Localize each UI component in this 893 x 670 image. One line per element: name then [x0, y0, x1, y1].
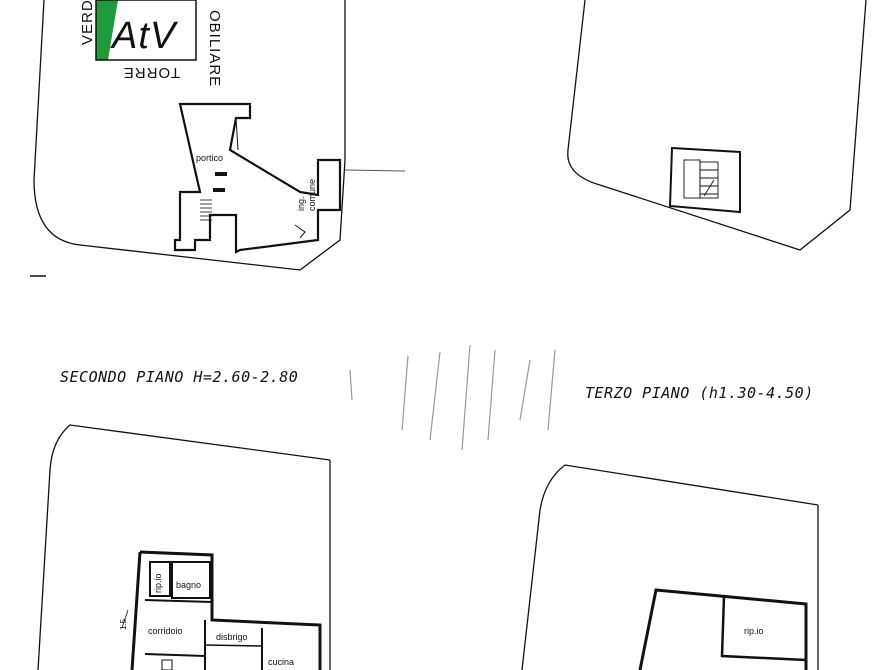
- ground-stair: [200, 199, 212, 221]
- room-disbrigo-label: disbrigo: [216, 632, 248, 642]
- second-floor-boundary: [37, 424, 331, 670]
- third-floor-plan: [521, 464, 819, 670]
- scan-marks: [349, 344, 556, 451]
- first-floor-stair: [683, 159, 719, 199]
- room-ripostiglio: [149, 561, 171, 597]
- entrance-label: ing. comune: [296, 179, 317, 211]
- third-floor-boundary: [521, 464, 819, 670]
- room-cucina-label: cucina: [268, 657, 294, 667]
- section-line: [344, 169, 406, 172]
- third-floor-title: TERZO PIANO (h1.30-4.50): [585, 384, 814, 402]
- logo-frame: [95, 0, 197, 61]
- room-ripostiglio-3: [720, 595, 807, 662]
- ground-floor-plan: [33, 0, 346, 271]
- logo-green-wedge: [96, 0, 118, 60]
- room-ripostiglio-label: rip.io: [153, 573, 163, 593]
- room-bagno-label: bagno: [176, 580, 201, 590]
- logo-bottom-text: TORRE: [123, 64, 180, 81]
- portico-outline: [173, 102, 342, 254]
- room-bagno: [171, 561, 211, 599]
- second-floor-plan: [37, 424, 331, 670]
- logo-mark-text: AtV: [110, 15, 179, 57]
- third-floor-walls: [638, 588, 808, 670]
- dimension-mark: 1.5: [119, 618, 128, 630]
- logo-right-text: OBILIARE: [206, 10, 223, 87]
- second-floor-walls: [130, 550, 322, 670]
- svg-text:ing.: ing.: [296, 196, 306, 211]
- first-floor-plan: [567, 0, 867, 251]
- first-floor-unit: [668, 146, 741, 214]
- third-floor-ripostiglio-label: rip.io: [744, 626, 764, 636]
- portico-diagonal: [179, 103, 201, 193]
- agency-logo: AtV VERD OBILIARE TORRE: [79, 0, 223, 87]
- room-corridoio-label: corridoio: [148, 626, 183, 636]
- logo-left-text: VERD: [79, 0, 96, 45]
- svg-text:comune: comune: [307, 179, 317, 211]
- first-floor-boundary: [567, 0, 867, 251]
- ground-floor-boundary: [33, 0, 346, 271]
- portico-label: portico: [196, 153, 223, 163]
- second-floor-title: SECONDO PIANO H=2.60-2.80: [60, 368, 298, 386]
